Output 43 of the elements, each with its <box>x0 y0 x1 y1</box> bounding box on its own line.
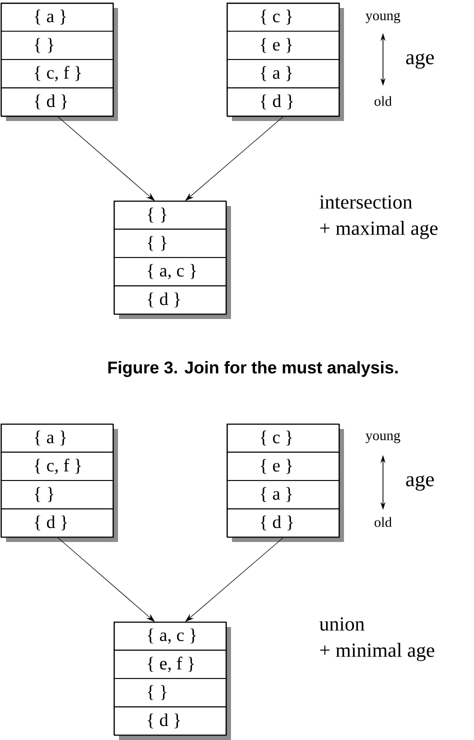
note: + minimal age <box>320 642 434 662</box>
table <box>1 3 118 122</box>
note: intersection <box>320 195 412 209</box>
table <box>227 424 344 542</box>
table-row: { } <box>114 228 226 258</box>
table <box>227 3 344 122</box>
table <box>1 424 118 542</box>
axis-label: old <box>374 517 392 527</box>
note: union <box>319 617 364 631</box>
table-row: { } <box>0 30 114 60</box>
table-row: { } <box>114 200 226 230</box>
table-row: { c, f } <box>0 452 114 481</box>
table-row: { d } <box>226 508 340 538</box>
axis-label: age <box>406 475 434 491</box>
axis-label: young <box>366 432 400 444</box>
table-row: { d } <box>0 87 114 116</box>
table-row: { e } <box>226 30 340 60</box>
table <box>114 201 231 319</box>
axis-label: age <box>406 53 434 69</box>
axis-label: young <box>366 12 400 24</box>
table-row: { a } <box>0 2 114 32</box>
table-row: { d } <box>0 508 114 538</box>
table-row: { } <box>114 678 226 708</box>
table-row: { e } <box>226 452 340 481</box>
axis-label: old <box>374 96 392 106</box>
caption: Figure 3. Join for the must analysis. <box>108 361 398 377</box>
table-row: { d } <box>114 706 226 736</box>
table-row: { a, c } <box>114 257 226 286</box>
table-row: { e, f } <box>114 650 226 679</box>
table-row: { a, c } <box>114 622 226 651</box>
table-row: { d } <box>114 285 226 314</box>
table-row: { } <box>0 480 114 510</box>
table-row: { a } <box>226 480 340 510</box>
table-row: { c, f } <box>0 59 114 88</box>
table-row: { a } <box>0 424 114 453</box>
note: + maximal age <box>320 220 438 240</box>
table-row: { c } <box>226 424 340 453</box>
table <box>114 622 231 740</box>
table-row: { a } <box>226 59 340 88</box>
arrow <box>58 538 155 622</box>
table-row: { d } <box>226 87 340 116</box>
table-row: { c } <box>226 2 340 32</box>
arrow <box>185 538 284 622</box>
